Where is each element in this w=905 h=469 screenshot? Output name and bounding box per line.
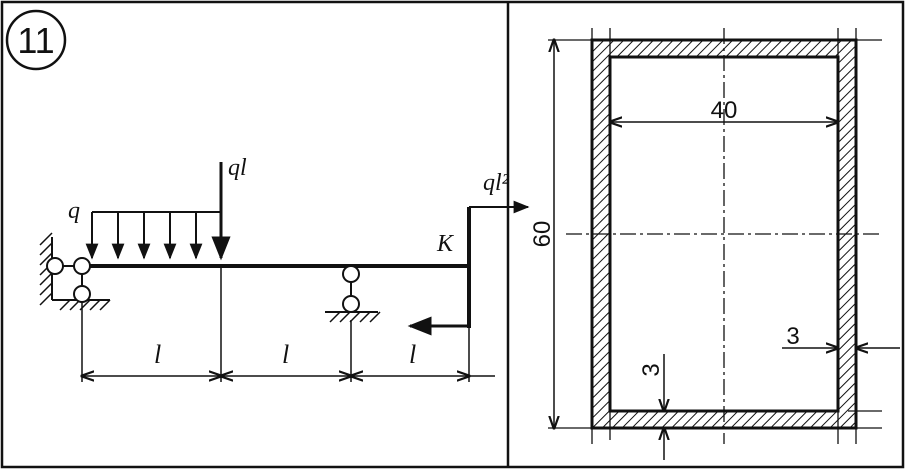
label-40: 40 xyxy=(711,97,738,124)
point-load: ql xyxy=(211,155,247,261)
problem-number: 11 xyxy=(17,20,54,61)
problem-number-badge: 11 xyxy=(5,9,67,71)
label-ql: ql xyxy=(228,155,247,181)
middle-support xyxy=(325,265,381,323)
label-3-side: 3 xyxy=(786,323,799,350)
label-ql2: ql² xyxy=(483,170,510,196)
dimension-wall-bottom: 3 xyxy=(638,354,665,460)
couple-moment: ql² K xyxy=(407,170,530,336)
label-3-bottom: 3 xyxy=(638,363,665,376)
dimension-height: 60 xyxy=(529,40,556,428)
beam-diagram: q ql ql² K l l l xyxy=(39,155,530,382)
span-label-3: l xyxy=(409,340,416,369)
label-k: K xyxy=(436,231,455,257)
cross-section: 60 40 3 3 xyxy=(529,28,900,460)
left-support xyxy=(39,232,111,311)
span-label-2: l xyxy=(282,340,289,369)
label-q: q xyxy=(68,198,80,224)
distributed-load: q xyxy=(68,198,221,260)
dimension-wall-side: 3 xyxy=(782,323,900,350)
span-label-1: l xyxy=(154,340,161,369)
label-60: 60 xyxy=(529,221,556,248)
dimension-width: 40 xyxy=(610,97,838,124)
span-dimensions: l l l xyxy=(82,266,495,382)
